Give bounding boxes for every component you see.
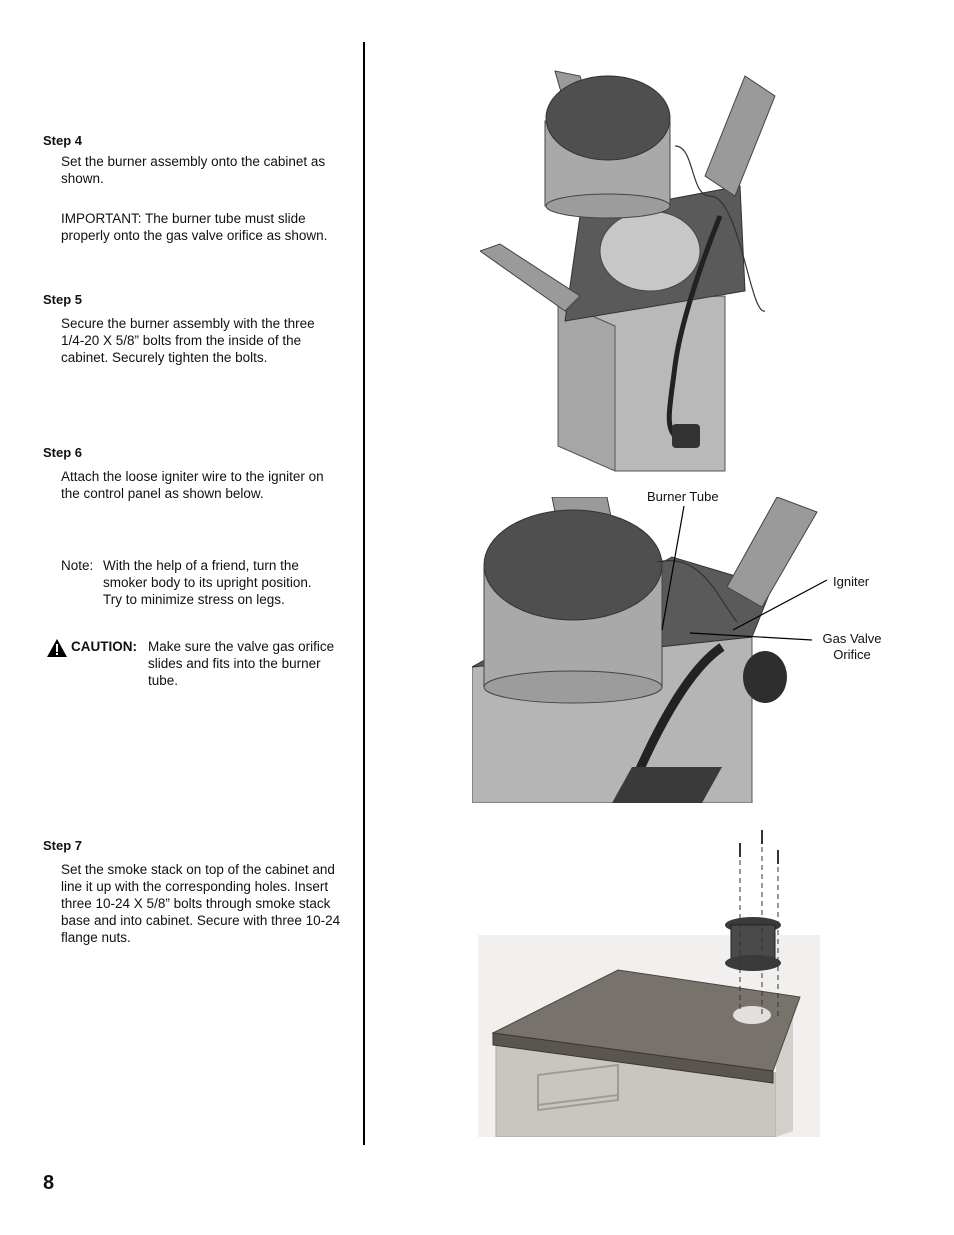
step-7-title: Step 7 bbox=[43, 838, 83, 853]
gas-valve-callout-line-1: Gas Valve bbox=[822, 631, 882, 646]
burner-assembly-illustration bbox=[480, 70, 776, 472]
gas-valve-orifice-callout: Gas Valve Orifice bbox=[816, 631, 888, 663]
step-6-paragraph-1: Attach the loose igniter wire to the ign… bbox=[61, 469, 324, 501]
gas-valve-callout-line-2: Orifice bbox=[833, 647, 871, 662]
step-4-title: Step 4 bbox=[43, 133, 83, 148]
page-number: 8 bbox=[43, 1172, 55, 1194]
smoke-stack-illustration bbox=[478, 830, 820, 1137]
step-5-paragraph-1: Secure the burner assembly with the thre… bbox=[61, 316, 315, 365]
note-label: Note: bbox=[61, 558, 94, 573]
caution-icon bbox=[46, 638, 68, 663]
step-5-title: Step 5 bbox=[43, 292, 83, 307]
step-4-paragraph-2: IMPORTANT: The burner tube must slide pr… bbox=[61, 211, 328, 243]
igniter-callout: Igniter bbox=[833, 574, 870, 589]
burner-tube-callout: Burner Tube bbox=[647, 489, 719, 504]
caution-text: Make sure the valve gas orifice slides a… bbox=[148, 639, 335, 688]
igniter-closeup-illustration bbox=[472, 497, 818, 803]
caution-label: CAUTION: bbox=[71, 639, 137, 654]
step-6-title: Step 6 bbox=[43, 445, 83, 460]
note-text: With the help of a friend, turn the smok… bbox=[103, 558, 312, 607]
step-7-paragraph-1: Set the smoke stack on top of the cabine… bbox=[61, 862, 341, 945]
column-divider bbox=[363, 42, 365, 1145]
step-4-paragraph-1: Set the burner assembly onto the cabinet… bbox=[61, 154, 326, 186]
